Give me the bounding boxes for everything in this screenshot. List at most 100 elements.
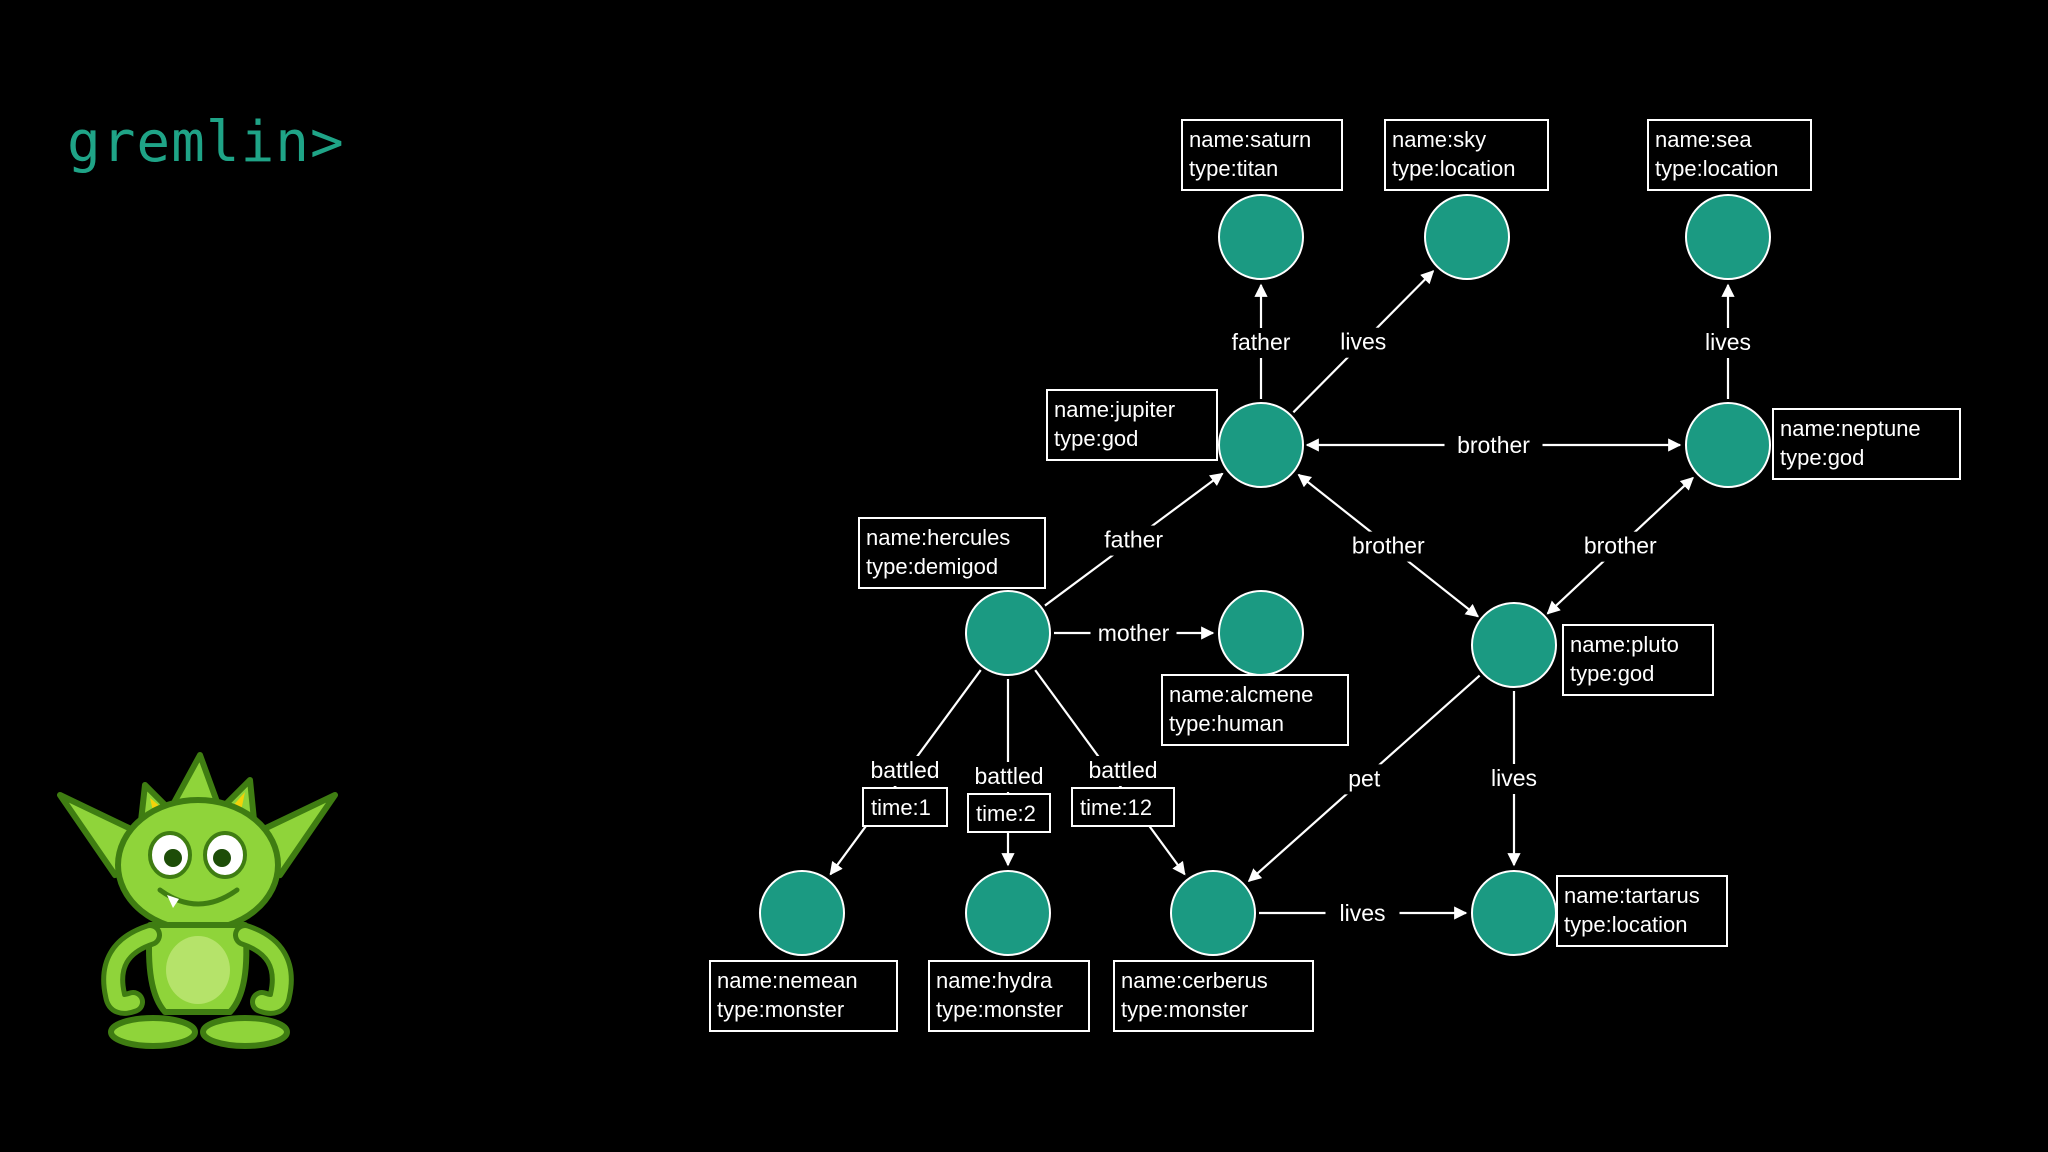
vertex-circle[interactable] [1218,402,1304,488]
vertex-circle[interactable] [1471,602,1557,688]
gremlin-prompt: gremlin> [67,110,345,175]
vertex-property-text: type:location [1655,156,1779,181]
vertex-property-box: name:hercules type:demigod [858,517,1046,589]
edge-property-frame [862,787,948,827]
edge-jupiter-neptune: brother [1305,431,1682,461]
edge-property-text: time:1 [871,795,931,820]
vertex-property-text: type:god [1780,445,1864,470]
vertex-circle[interactable] [965,870,1051,956]
edge-label: mother [1098,620,1170,646]
vertex-property-box: name:pluto type:god [1562,624,1714,696]
edge-label-bg [1218,328,1304,358]
vertex-circle[interactable] [1218,590,1304,676]
edge-label: pet [1348,765,1381,791]
vertex-property-frame [1113,960,1314,1032]
vertex-hercules[interactable]: name:hercules type:demigod [858,517,1051,676]
vertex-property-text: type:demigod [866,554,998,579]
vertex-property-text: name:sea [1655,127,1752,152]
vertex-property-text: name:tartarus [1564,883,1700,908]
edge-label: father [1104,527,1163,553]
edge-property-box: time:12 [1071,787,1175,827]
edge-label-bg [856,756,954,786]
vertex-property-text: type:monster [717,997,844,1022]
vertex-property-frame [928,960,1090,1032]
vertex-property-text: type:human [1169,711,1284,736]
edge-pluto-tartarus: lives [1477,691,1551,867]
edge-label: brother [1352,533,1425,559]
vertex-tartarus[interactable]: name:tartarus type:location [1471,870,1728,956]
edge-property-box: time:1 [862,787,948,827]
edge-label-bg [1325,899,1400,929]
vertex-circle[interactable] [965,590,1051,676]
vertex-property-frame [858,517,1046,589]
vertex-circle[interactable] [1471,870,1557,956]
vertex-property-text: type:god [1054,426,1138,451]
vertex-circle[interactable] [759,870,845,956]
vertex-alcmene[interactable]: name:alcmene type:human [1161,590,1349,746]
vertex-sky[interactable]: name:sky type:location [1384,119,1549,280]
vertex-circle[interactable] [1424,194,1510,280]
edge-label-bg [1090,619,1177,649]
vertex-pluto[interactable]: name:pluto type:god [1471,602,1714,696]
edge-label-bg [1691,328,1765,358]
edge-label: battled [974,763,1043,789]
edge-label: lives [1705,329,1751,355]
edge-label: battled [1088,757,1157,783]
vertex-property-text: name:alcmene [1169,682,1313,707]
gremlin-mascot-icon [57,752,338,1049]
edge-property-text: time:12 [1080,795,1152,820]
vertex-property-text: type:location [1564,912,1688,937]
vertex-circle[interactable] [1685,402,1771,488]
vertex-property-frame [1562,624,1714,696]
edge-neptune-sea: lives [1691,283,1765,399]
edge-label-bg [1339,764,1390,795]
edge-hercules-alcmene: mother [1054,619,1215,649]
vertex-property-text: name:sky [1392,127,1486,152]
edge-label-bg [960,762,1058,792]
vertex-property-text: type:location [1392,156,1516,181]
vertex-property-box: name:neptune type:god [1772,408,1961,480]
vertex-property-box: name:sea type:location [1647,119,1812,191]
vertex-property-text: type:titan [1189,156,1278,181]
edge-label-bg [1074,756,1172,786]
vertex-property-frame [1384,119,1549,191]
vertex-property-box: name:sky type:location [1384,119,1549,191]
edge-hercules-jupiter: father [1044,472,1224,607]
vertex-neptune[interactable]: name:neptune type:god [1685,402,1961,488]
vertex-circle[interactable] [1218,194,1304,280]
edge-label: lives [1339,900,1385,926]
edge-hercules-nemean: battled time:1 [829,669,982,876]
edge-property-frame [967,793,1051,833]
edge-pluto-cerberus: pet [1247,674,1481,882]
vertex-circle[interactable] [1685,194,1771,280]
vertex-circle[interactable] [1170,870,1256,956]
vertex-sea[interactable]: name:sea type:location [1647,119,1812,280]
edge-property-frame [1071,787,1175,827]
vertex-property-text: name:hercules [866,525,1010,550]
edge-label-bg [1326,327,1401,358]
edge-label-bg [1339,531,1438,562]
edge-hercules-cerberus: battled time:12 [1034,669,1186,876]
edge-label: battled [870,757,939,783]
edge-jupiter-sky: lives [1292,270,1435,414]
vertex-property-frame [1647,119,1812,191]
vertex-property-text: type:god [1570,661,1654,686]
vertex-property-text: name:neptune [1780,416,1921,441]
vertex-property-text: type:monster [1121,997,1248,1022]
vertex-property-text: name:pluto [1570,632,1679,657]
vertex-property-frame [1046,389,1218,461]
vertex-property-frame [1181,119,1343,191]
vertex-property-box: name:tartarus type:location [1556,875,1728,947]
edge-jupiter-saturn: father [1218,283,1304,399]
edge-label: brother [1584,533,1657,559]
